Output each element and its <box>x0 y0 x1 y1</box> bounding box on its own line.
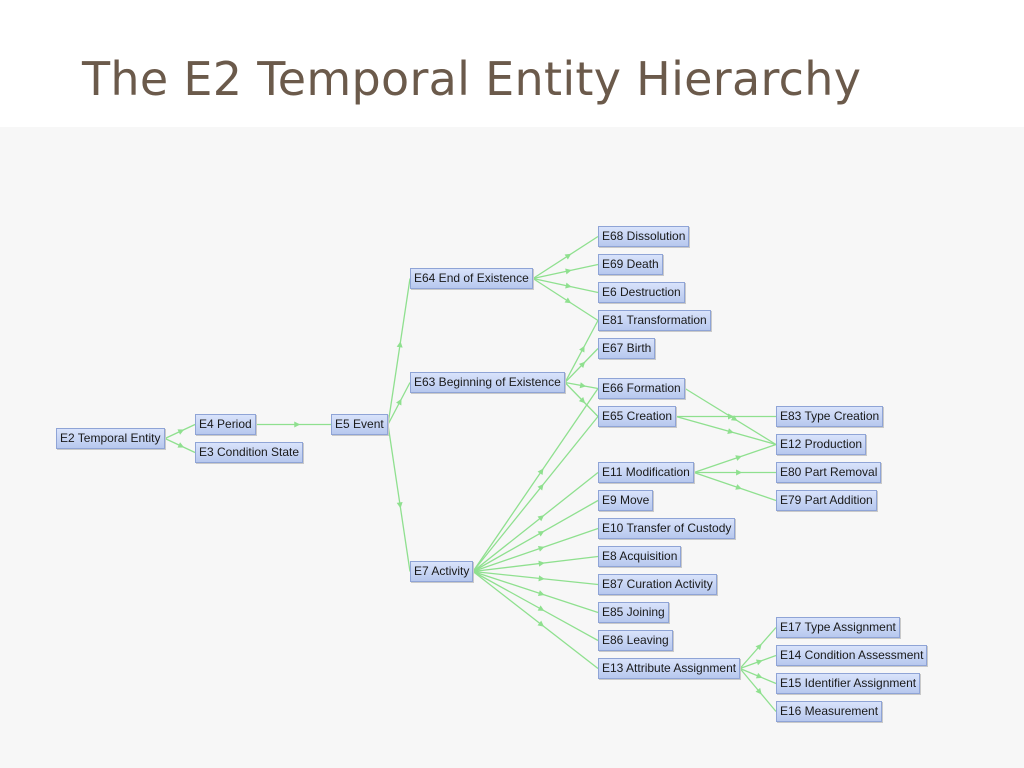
edge-e7-e8 <box>472 555 599 573</box>
edge-arrow-e7-e86 <box>537 605 545 611</box>
node-e68[interactable]: E68 Dissolution <box>598 226 690 247</box>
edge-arrow-e13-e15 <box>755 672 763 679</box>
node-e83[interactable]: E83 Type Creation <box>776 406 884 427</box>
edge-e7-e86 <box>472 570 599 642</box>
node-e3[interactable]: E3 Condition State <box>195 442 304 463</box>
edge-e7-e10 <box>472 527 599 573</box>
edge-e5-e7 <box>387 424 411 572</box>
edge-arrow-e64-e68 <box>564 253 572 260</box>
edge-e7-e85 <box>472 570 599 614</box>
edge-arrow-e5-e7 <box>396 501 403 509</box>
edge-arrow-e11-e80 <box>736 469 743 476</box>
edge-arrow-e13-e16 <box>755 687 762 695</box>
node-e11[interactable]: E11 Modification <box>598 462 694 483</box>
node-e5[interactable]: E5 Event <box>331 414 388 435</box>
edge-arrow-e11-e79 <box>735 484 742 490</box>
node-e8[interactable]: E8 Acquisition <box>598 546 682 567</box>
node-e79[interactable]: E79 Part Addition <box>776 490 877 511</box>
node-e17[interactable]: E17 Type Assignment <box>776 617 900 638</box>
node-e67[interactable]: E67 Birth <box>598 338 656 359</box>
edge-arrow-e63-e66 <box>579 382 587 389</box>
edge-e7-e9 <box>472 499 599 573</box>
edge-arrow-e7-e65 <box>537 483 544 491</box>
slide-title: The E2 Temporal Entity Hierarchy <box>82 52 862 106</box>
edge-arrow-e64-e6 <box>565 282 572 289</box>
edge-e64-e6 <box>532 277 599 294</box>
hierarchy-diagram: E2 Temporal Entity E4 Period E3 Condition … <box>0 127 1024 768</box>
edge-arrow-e4-e5 <box>294 421 301 428</box>
node-e64[interactable]: E64 End of Existence <box>410 268 533 289</box>
node-e2[interactable]: E2 Temporal Entity <box>56 428 165 449</box>
node-e69[interactable]: E69 Death <box>598 254 663 275</box>
edge-arrow-e13-e14 <box>755 659 763 666</box>
edge-e11-e79 <box>693 471 777 502</box>
edge-e64-e68 <box>532 235 599 280</box>
edge-e11-e12 <box>693 443 777 474</box>
edge-arrow-e5-e63 <box>396 398 402 406</box>
edge-arrow-e63-e65 <box>578 396 586 404</box>
edge-arrow-e7-e11 <box>537 515 545 522</box>
edge-layer <box>164 235 777 712</box>
edge-e7-e65 <box>472 416 599 572</box>
edge-arrow-e64-e81 <box>564 297 572 304</box>
edge-arrow-e2-e3 <box>177 442 185 448</box>
edge-arrow-e13-e17 <box>755 643 762 651</box>
edge-arrow-e5-e64 <box>396 341 403 348</box>
edge-e64-e69 <box>532 263 599 280</box>
edge-arrow-e7-e8 <box>538 560 545 567</box>
edge-e7-e13 <box>472 570 599 670</box>
edge-e66-e12 <box>684 387 777 446</box>
edge-arrow-e7-e10 <box>537 545 545 552</box>
node-e13[interactable]: E13 Attribute Assignment <box>598 658 741 679</box>
edge-arrow-e63-e81 <box>579 345 585 353</box>
node-e10[interactable]: E10 Transfer of Custody <box>598 518 736 539</box>
edge-arrow-e7-e66 <box>537 468 544 476</box>
node-e87[interactable]: E87 Curation Activity <box>598 574 717 595</box>
edge-e7-e87 <box>472 570 599 586</box>
node-e63[interactable]: E63 Beginning of Existence <box>410 372 565 393</box>
edge-arrow-e7-e85 <box>537 590 545 596</box>
node-e16[interactable]: E16 Measurement <box>776 701 883 722</box>
node-e86[interactable]: E86 Leaving <box>598 630 673 651</box>
node-e81[interactable]: E81 Transformation <box>598 310 711 331</box>
node-e15[interactable]: E15 Identifier Assignment <box>776 673 921 694</box>
edge-e63-e81 <box>564 320 599 383</box>
edge-arrow-e65-e12 <box>727 428 734 434</box>
node-e6[interactable]: E6 Destruction <box>598 282 685 303</box>
edge-arrow-e66-e12 <box>730 415 738 421</box>
edge-e65-e12 <box>675 415 777 446</box>
node-e7[interactable]: E7 Activity <box>410 561 474 582</box>
edge-arrow-e64-e69 <box>565 268 572 275</box>
edge-arrow-e2-e4 <box>177 429 185 435</box>
node-e9[interactable]: E9 Move <box>598 490 654 511</box>
node-e65[interactable]: E65 Creation <box>598 406 677 427</box>
edge-arrow-e7-e9 <box>537 530 545 537</box>
edge-arrow-e11-e12 <box>735 455 742 461</box>
edge-arrow-e7-e87 <box>538 575 545 582</box>
node-e66[interactable]: E66 Formation <box>598 378 685 399</box>
edge-arrow-e63-e67 <box>578 361 586 369</box>
edge-e7-e66 <box>472 388 599 572</box>
edge-e64-e81 <box>532 277 599 322</box>
node-e4[interactable]: E4 Period <box>195 414 256 435</box>
edge-e7-e11 <box>472 471 599 573</box>
node-e14[interactable]: E14 Condition Assessment <box>776 645 928 666</box>
node-e85[interactable]: E85 Joining <box>598 602 669 623</box>
edge-arrow-e7-e13 <box>537 620 545 627</box>
node-e80[interactable]: E80 Part Removal <box>776 462 882 483</box>
edge-e5-e64 <box>387 278 411 425</box>
node-e12[interactable]: E12 Production <box>776 434 867 455</box>
